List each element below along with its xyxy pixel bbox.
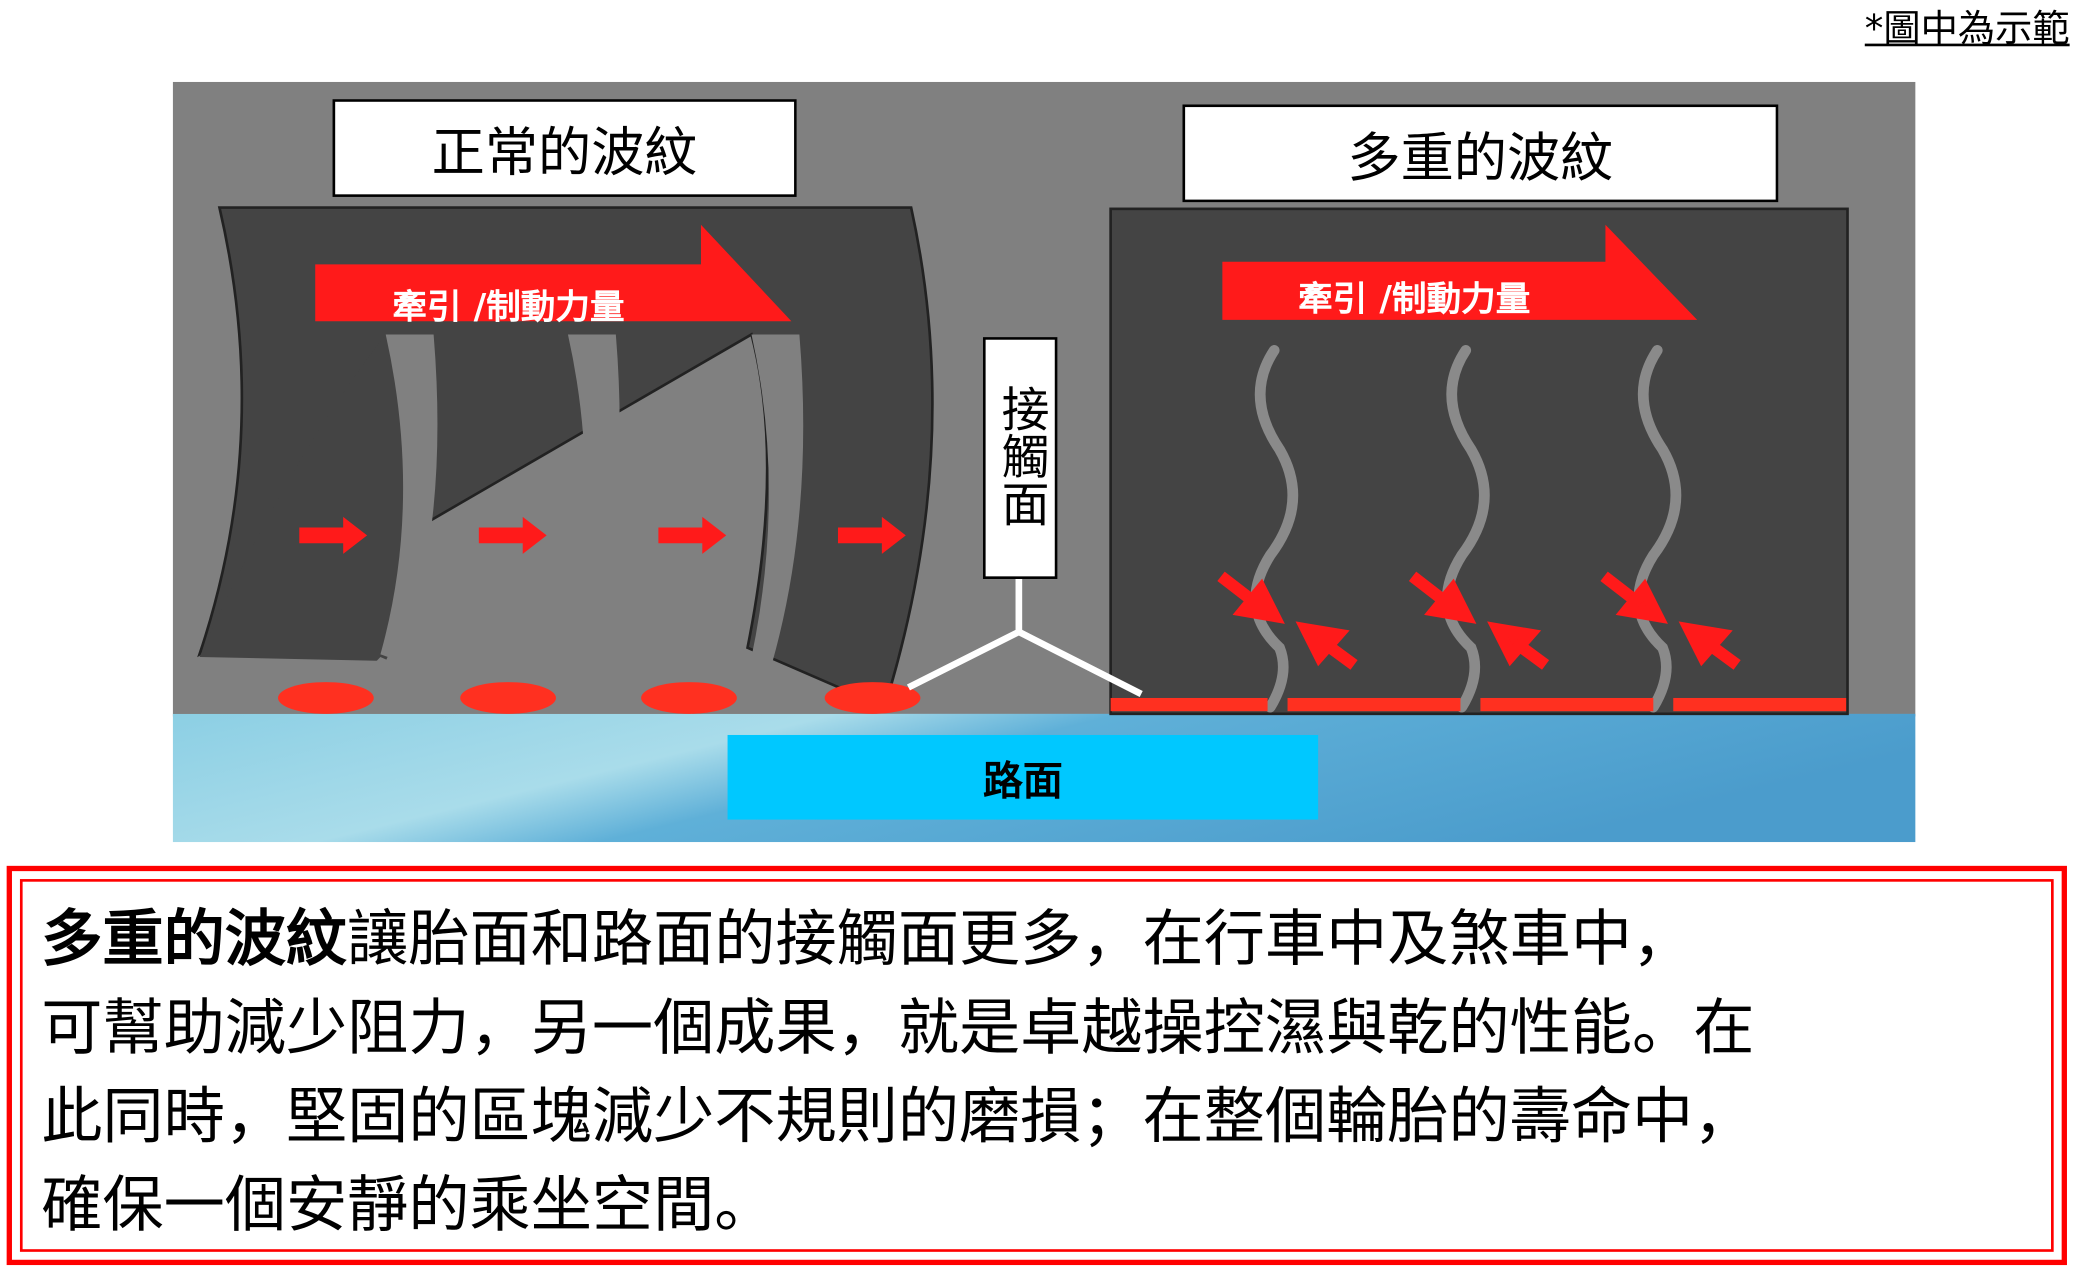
contact-patch: [641, 682, 737, 714]
small-arrow: [837, 516, 906, 554]
sipe-line: [1441, 345, 1490, 713]
contact-patch: [277, 682, 374, 714]
description-box: 多重的波紋讓胎面和路面的接觸面更多，在行車中及煞車中， 可幫助減少阻力，另一個成…: [6, 865, 2067, 1266]
contact-patch: [1480, 697, 1654, 712]
contact-patch: [1673, 697, 1847, 712]
contact-patch: [1287, 697, 1461, 712]
force-arrow: [1222, 224, 1698, 320]
force-label-right: 牽引 /制動力量: [1298, 280, 1531, 320]
small-arrow: [478, 516, 547, 554]
description-line: 確保一個安靜的乘坐空間。: [41, 1168, 776, 1240]
normal-tread-label: 正常的波紋: [332, 99, 797, 197]
example-note: *圖中為示範: [1864, 6, 2070, 51]
normal-tread: [172, 206, 934, 714]
multi-sipe-tread: [1109, 207, 1849, 716]
contact-patch: [460, 682, 556, 714]
description-line: 此同時，堅固的區塊減少不規則的磨損；在整個輪胎的壽命中，: [41, 1079, 1755, 1152]
small-arrow: [299, 516, 368, 554]
contact-patch: [824, 682, 921, 714]
force-label-left: 牽引 /制動力量: [392, 288, 625, 328]
small-arrow: [658, 516, 727, 554]
force-arrow: [315, 224, 792, 322]
tread-slot: [746, 334, 804, 688]
description-line: 可幫助減少阻力，另一個成果，就是卓越操控濕與乾的性能。在: [41, 991, 1755, 1063]
tread-block: [197, 206, 934, 710]
tread-slot: [562, 334, 620, 675]
tread-slot: [380, 334, 438, 661]
sipe-line: [1250, 345, 1299, 713]
road-label: 路面: [727, 734, 1319, 820]
tread-block: [199, 334, 437, 661]
multi-tread-label: 多重的波紋: [1182, 104, 1779, 203]
contact-surface-label: 接觸面: [982, 337, 1058, 579]
contact-patch: [1110, 697, 1268, 712]
description-text: 多重的波紋讓胎面和路面的接觸面更多，在行車中及煞車中， 可幫助減少阻力，另一個成…: [19, 879, 2054, 1252]
contact-pointer: [906, 578, 1143, 697]
description-line: 讓胎面和路面的接觸面更多，在行車中及煞車中，: [347, 902, 1694, 975]
contact-surface-text: 接觸面: [993, 384, 1049, 528]
sipe-line: [1633, 345, 1682, 713]
description-highlight: 多重的波紋: [41, 902, 348, 975]
